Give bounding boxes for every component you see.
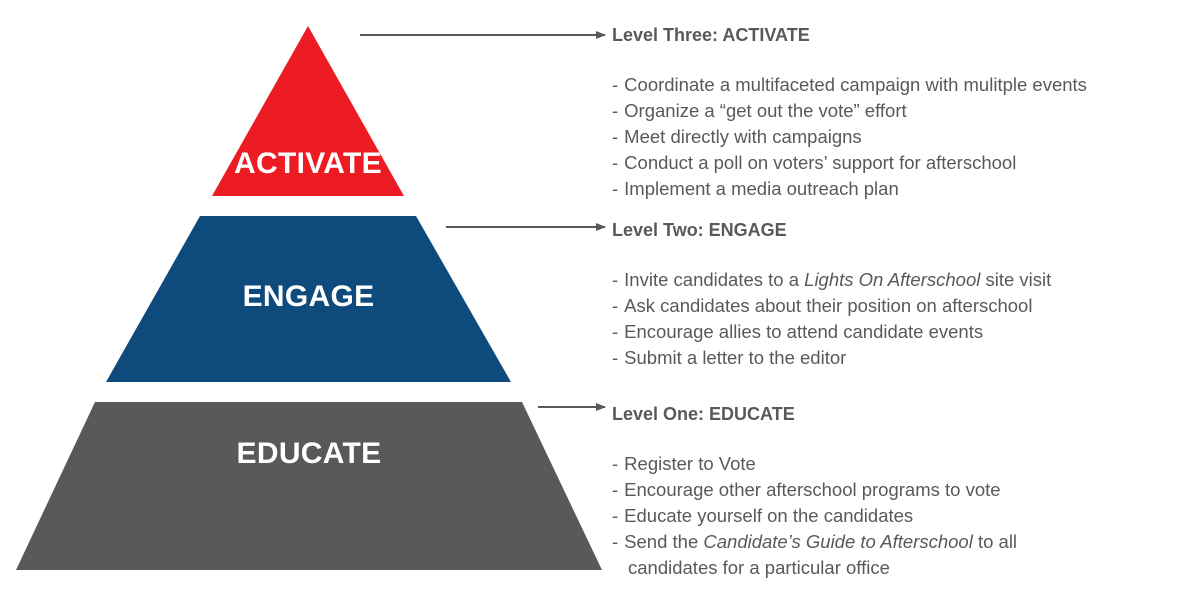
item-text: Implement a media outreach plan xyxy=(624,178,899,199)
pyramid-tier-middle-engage xyxy=(106,216,511,382)
bullet-dash: - xyxy=(612,347,619,368)
item-text: Educate yourself on the candidates xyxy=(624,505,914,526)
item-text: Submit a letter to the editor xyxy=(624,347,847,368)
level-two-title: Level Two: ENGAGE xyxy=(612,220,787,240)
tier-label-engage: ENGAGE xyxy=(242,280,375,313)
item-text: Conduct a poll on voters’ support for af… xyxy=(624,152,1017,173)
list-item: -Conduct a poll on voters’ support for a… xyxy=(612,150,1172,176)
list-item: -Submit a letter to the editor xyxy=(612,345,1172,371)
bullet-dash: - xyxy=(612,126,619,147)
level-three-block: Level Three: ACTIVATE -Coordinate a mult… xyxy=(612,23,1172,202)
tier-label-educate: EDUCATE xyxy=(236,437,382,470)
level-three-title: Level Three: ACTIVATE xyxy=(612,25,810,45)
item-text: candidates for a particular office xyxy=(628,557,890,578)
level-two-list: -Invite candidates to a Lights On Afters… xyxy=(612,267,1172,371)
italic-title-text: Candidate’s Guide to Afterschool xyxy=(703,531,973,552)
tier-label-activate: ACTIVATE xyxy=(234,147,382,180)
list-item: -Educate yourself on the candidates xyxy=(612,503,1172,529)
level-two-block: Level Two: ENGAGE -Invite candidates to … xyxy=(612,218,1172,371)
bullet-dash: - xyxy=(612,295,619,316)
bullet-dash: - xyxy=(612,479,619,500)
list-item: -Send the Candidate’s Guide to Afterscho… xyxy=(612,529,1172,581)
bullet-dash: - xyxy=(612,453,619,474)
list-item: -Implement a media outreach plan xyxy=(612,176,1172,202)
item-text: Encourage other afterschool programs to … xyxy=(624,479,1001,500)
item-text: Meet directly with campaigns xyxy=(624,126,862,147)
bullet-dash: - xyxy=(612,178,619,199)
item-text: Invite candidates to a xyxy=(624,269,805,290)
item-text: Ask candidates about their position on a… xyxy=(624,295,1033,316)
bullet-dash: - xyxy=(612,152,619,173)
item-text: to all xyxy=(972,531,1018,552)
list-item: -Coordinate a multifaceted campaign with… xyxy=(612,72,1172,98)
pyramid-tier-top-activate xyxy=(212,26,404,196)
list-item: -Encourage other afterschool programs to… xyxy=(612,477,1172,503)
item-text: Send the xyxy=(624,531,704,552)
list-item: -Encourage allies to attend candidate ev… xyxy=(612,319,1172,345)
list-item: -Ask candidates about their position on … xyxy=(612,293,1172,319)
bullet-dash: - xyxy=(612,505,619,526)
level-one-list: -Register to Vote-Encourage other afters… xyxy=(612,451,1172,581)
bullet-dash: - xyxy=(612,321,619,342)
bullet-dash: - xyxy=(612,100,619,121)
item-text: Coordinate a multifaceted campaign with … xyxy=(624,74,1087,95)
item-text: Organize a “get out the vote” effort xyxy=(624,100,907,121)
bullet-dash: - xyxy=(612,531,619,552)
list-item: -Organize a “get out the vote” effort xyxy=(612,98,1172,124)
level-one-title: Level One: EDUCATE xyxy=(612,404,795,424)
pyramid-tier-bottom-educate xyxy=(16,402,602,570)
item-text: site visit xyxy=(980,269,1052,290)
item-text: Register to Vote xyxy=(624,453,756,474)
italic-title-text: Lights On Afterschool xyxy=(804,269,981,290)
bullet-dash: - xyxy=(612,269,619,290)
item-text: Encourage allies to attend candidate eve… xyxy=(624,321,984,342)
list-item: -Invite candidates to a Lights On Afters… xyxy=(612,267,1172,293)
list-item: -Meet directly with campaigns xyxy=(612,124,1172,150)
level-three-list: -Coordinate a multifaceted campaign with… xyxy=(612,72,1172,202)
list-item: -Register to Vote xyxy=(612,451,1172,477)
bullet-dash: - xyxy=(612,74,619,95)
level-one-block: Level One: EDUCATE -Register to Vote-Enc… xyxy=(612,402,1172,581)
